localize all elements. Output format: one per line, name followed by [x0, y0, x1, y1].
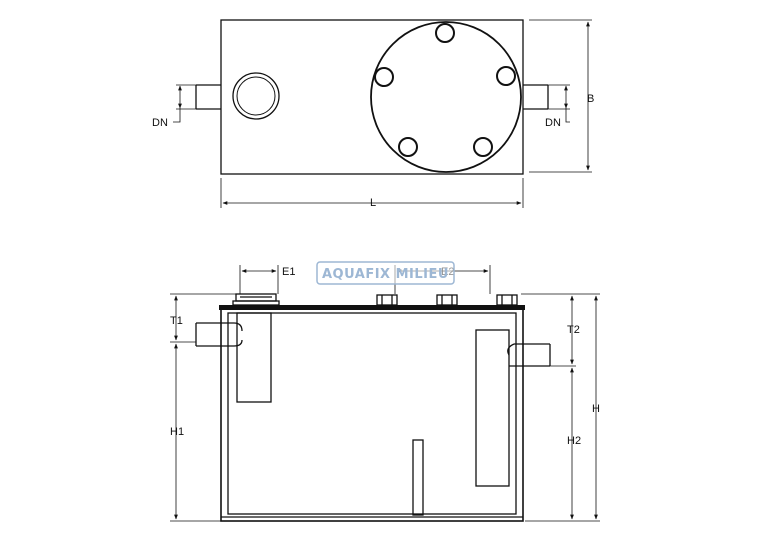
- label-e1: E1: [282, 266, 295, 278]
- inlet-shaft-opening-inner: [236, 76, 276, 116]
- label-t2: T2: [567, 324, 580, 336]
- cover-bolt: [473, 137, 493, 157]
- label-l: L: [370, 197, 376, 209]
- outlet-baffle: [475, 329, 510, 487]
- label-h1: H1: [170, 426, 184, 438]
- tank-shell-inner: [227, 312, 517, 515]
- cover-bolt: [374, 67, 394, 87]
- cover-bolt: [398, 137, 418, 157]
- top-view: [195, 19, 549, 175]
- top-view-outlet-pipe: [523, 84, 549, 110]
- outlet-pipe: [507, 343, 551, 367]
- top-view-dimensions: [173, 19, 592, 208]
- inlet-shaft-opening: [232, 72, 280, 120]
- cover-bolts-side: [370, 294, 525, 309]
- label-h: H: [592, 403, 600, 415]
- inlet-baffle: [236, 312, 272, 403]
- label-b: B: [587, 93, 594, 105]
- watermark-text: AQUAFIX MILIEU: [322, 267, 449, 282]
- inlet-neck: [232, 293, 280, 306]
- manhole-cover: [370, 21, 522, 173]
- label-dn-right: DN: [545, 117, 561, 129]
- top-view-inlet-pipe: [195, 84, 221, 110]
- centre-partition: [412, 439, 424, 516]
- label-dn-left: DN: [152, 117, 168, 129]
- cover-bolt: [435, 23, 455, 43]
- side-view-dimensions: [170, 265, 600, 522]
- label-h2: H2: [567, 435, 581, 447]
- cover-bolt: [496, 66, 516, 86]
- top-view-tank-outline: [220, 19, 524, 175]
- side-view: [195, 293, 551, 522]
- label-t1: T1: [170, 315, 183, 327]
- watermark: AQUAFIX MILIEU: [316, 261, 455, 285]
- inlet-pipe: [195, 322, 243, 347]
- tank-shell-outer: [220, 306, 524, 522]
